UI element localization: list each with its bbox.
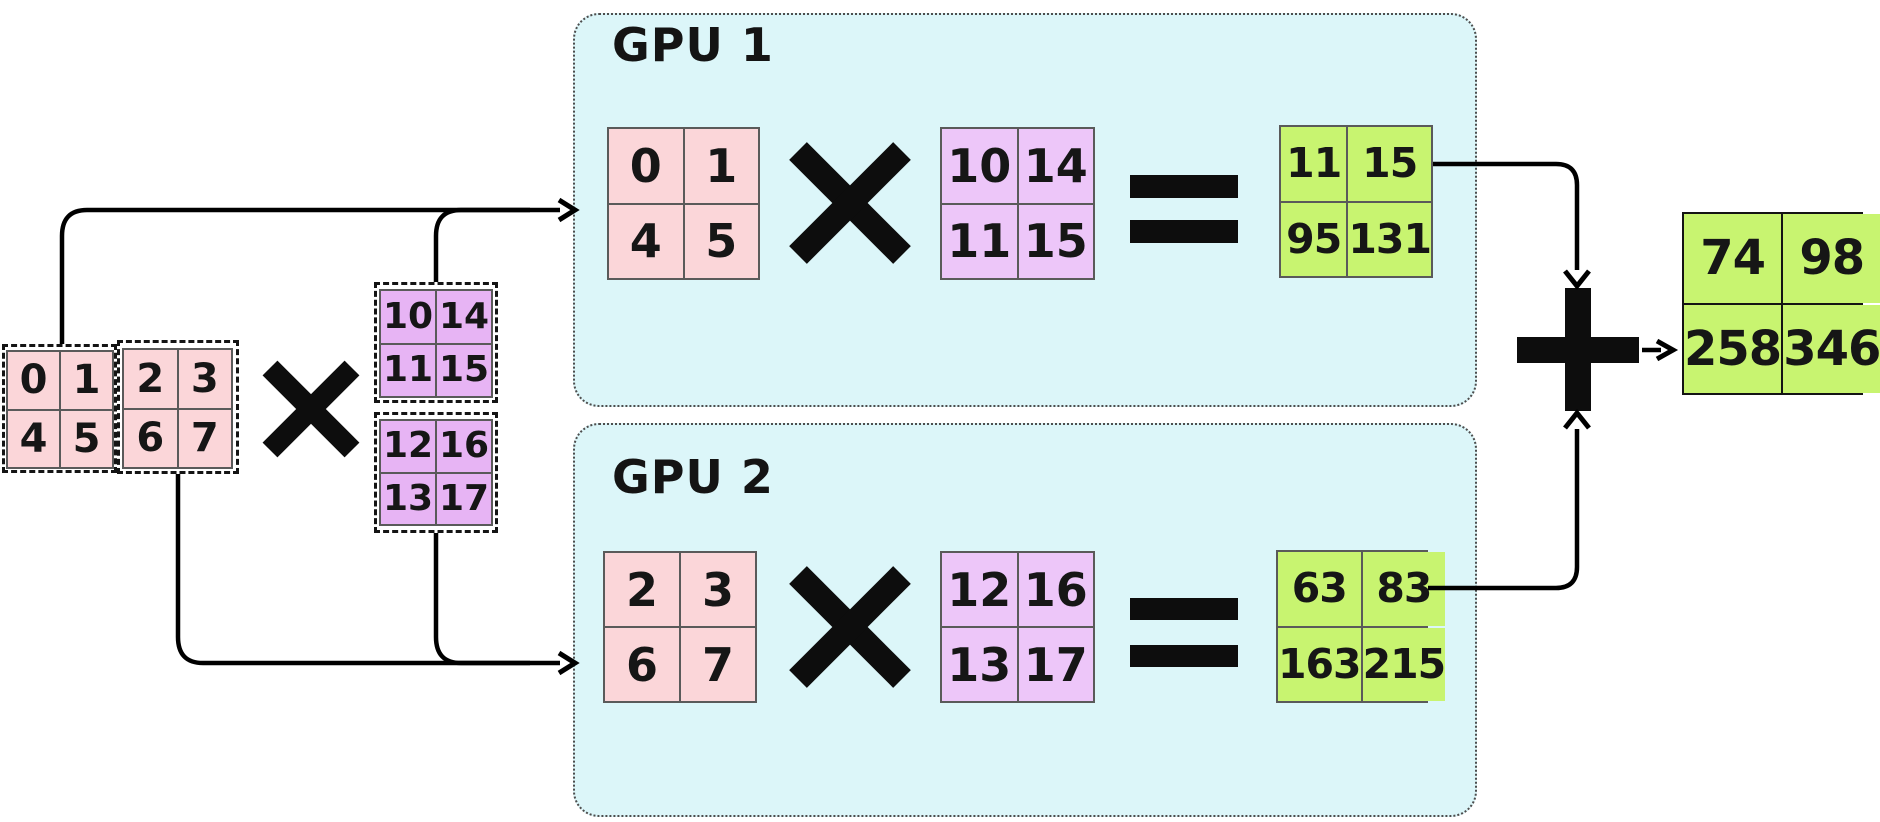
matrix-cell: 2 (605, 553, 679, 626)
matrix-cell: 16 (1018, 553, 1093, 626)
gpu2-label: GPU 2 (612, 450, 774, 504)
gpu1-matrix-b: 10 14 11 15 (940, 127, 1095, 280)
gpu2-matrix-a: 2 3 6 7 (603, 551, 757, 703)
matrix-cell: 6 (124, 409, 177, 467)
matrix-cell: 11 (1281, 127, 1347, 201)
matrix-cell: 0 (8, 352, 59, 409)
arrowhead-into-final (1655, 338, 1679, 362)
matrix-b-block1: 10 14 11 15 (379, 289, 493, 398)
matrix-cell: 215 (1362, 627, 1446, 701)
matrix-cell: 5 (61, 410, 112, 467)
matrix-cell: 16 (437, 421, 491, 472)
gpu2-matrix-b: 12 16 13 17 (940, 551, 1095, 703)
matrix-cell: 11 (381, 344, 435, 396)
gpu1-matrix-a: 0 1 4 5 (607, 127, 760, 280)
gpu2-result-matrix: 63 83 163 215 (1276, 550, 1446, 703)
equals-icon (1130, 645, 1238, 667)
matrix-cell: 3 (178, 350, 231, 408)
matrix-a-block1-dashed-outline (2, 344, 117, 473)
equals-icon (1130, 175, 1238, 198)
matrix-cell: 17 (1018, 628, 1093, 701)
multiply-icon (262, 360, 360, 458)
matrix-cell: 63 (1278, 552, 1361, 626)
matrix-a-block1: 0 1 4 5 (6, 350, 114, 469)
matrix-cell: 13 (942, 628, 1017, 701)
equals-icon (1130, 220, 1238, 243)
equals-icon (1130, 598, 1238, 620)
matrix-cell: 12 (381, 421, 435, 472)
matrix-cell: 7 (178, 409, 231, 467)
matrix-cell: 1 (684, 129, 758, 203)
matrix-cell: 12 (942, 553, 1017, 626)
matrix-cell: 14 (437, 291, 491, 343)
matrix-cell: 15 (1348, 127, 1431, 201)
matrix-b-block2: 12 16 13 17 (379, 419, 493, 526)
matrix-cell: 163 (1278, 627, 1362, 701)
gpu1-label: GPU 1 (612, 18, 774, 72)
matrix-a-block2: 2 3 6 7 (122, 348, 233, 469)
arrowhead-into-plus-top (1563, 269, 1591, 291)
matrix-cell: 258 (1684, 304, 1782, 393)
matrix-cell: 0 (609, 129, 683, 203)
matrix-cell: 74 (1684, 214, 1782, 303)
matrix-cell: 3 (681, 553, 755, 626)
matrix-cell: 10 (942, 129, 1017, 203)
matrix-cell: 2 (124, 350, 177, 408)
matrix-cell: 1 (61, 352, 112, 409)
matrix-cell: 7 (681, 628, 755, 701)
matrix-cell: 4 (609, 204, 683, 278)
matrix-cell: 11 (942, 204, 1017, 278)
matrix-cell: 95 (1281, 202, 1347, 276)
arrowhead-into-plus-bottom (1563, 408, 1591, 430)
matrix-cell: 131 (1348, 202, 1432, 276)
final-result-matrix: 74 98 258 346 (1682, 212, 1880, 395)
matrix-cell: 10 (381, 291, 435, 343)
matrix-cell: 4 (8, 410, 59, 467)
matrix-cell: 15 (437, 344, 491, 396)
matrix-cell: 6 (605, 628, 679, 701)
matrix-cell: 14 (1018, 129, 1093, 203)
matrix-cell: 17 (437, 473, 491, 524)
matrix-cell: 83 (1362, 552, 1446, 626)
matrix-cell: 346 (1783, 304, 1880, 393)
matrix-cell: 5 (684, 204, 758, 278)
connector-b1-to-gpu1 (433, 207, 530, 282)
matrix-cell: 98 (1783, 214, 1880, 303)
gpu1-result-matrix: 11 15 95 131 (1279, 125, 1433, 278)
connector-b2-to-gpu2 (433, 533, 530, 666)
matrix-cell: 15 (1018, 204, 1093, 278)
matrix-cell: 13 (381, 473, 435, 524)
connector-a2-to-gpu2 (175, 474, 560, 666)
